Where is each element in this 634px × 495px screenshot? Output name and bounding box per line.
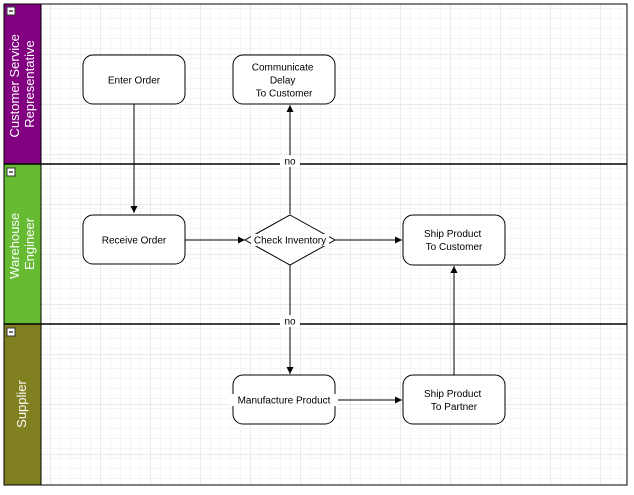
node-communicate-delay[interactable]: Communicate Delay To Customer: [232, 54, 336, 105]
lane-labels: Customer Service Representative Warehous…: [7, 31, 37, 428]
lane-borders: [3, 3, 628, 486]
lane-headers: [4, 4, 41, 485]
node-shape: [402, 374, 506, 425]
node-label: Communicate Delay To Customer: [252, 63, 316, 100]
lane-label-supplier: Supplier: [14, 379, 29, 427]
node-label: Receive Order: [102, 236, 167, 247]
node-label: Ship Product To Customer: [424, 229, 484, 253]
node-shape: [402, 214, 506, 266]
node-enter-order[interactable]: Enter Order: [82, 54, 186, 105]
node-ship-to-customer[interactable]: Ship Product To Customer: [402, 214, 506, 266]
edge-label-background: [280, 155, 300, 167]
node-shape: [232, 54, 336, 105]
collapse-toggle-supplier[interactable]: [6, 327, 16, 337]
node-shape: [82, 54, 186, 105]
lane-label-customer-service: Customer Service Representative: [7, 31, 37, 138]
node-ship-to-partner[interactable]: Ship Product To Partner: [402, 374, 506, 425]
collapse-toggle-warehouse[interactable]: [6, 167, 16, 177]
nodes: Enter Order Communicate Delay To Custome…: [82, 54, 506, 425]
collapse-toggle-customer-service[interactable]: [6, 6, 16, 16]
edge-label-no-lower: no: [284, 317, 296, 328]
edge-label-background: [280, 315, 300, 327]
edge-label-no-upper: no: [284, 157, 296, 168]
node-label-background: [251, 234, 329, 246]
node-manufacture-product[interactable]: Manufacture Product: [230, 374, 338, 425]
node-label: Check Inventory: [254, 236, 326, 247]
pool-border: [3, 3, 628, 486]
node-label: Manufacture Product: [238, 396, 331, 407]
lane-header-supplier[interactable]: [4, 324, 41, 485]
lane-header-warehouse[interactable]: [4, 164, 41, 324]
node-check-inventory[interactable]: Check Inventory: [243, 214, 337, 266]
lane-header-customer-service[interactable]: [4, 4, 41, 164]
node-label: Ship Product To Partner: [424, 389, 484, 413]
node-label: Enter Order: [108, 76, 161, 87]
node-receive-order[interactable]: Receive Order: [82, 214, 186, 265]
edge-labels: no no: [280, 155, 300, 328]
lane-toggles: [6, 6, 16, 337]
node-label-background: [230, 394, 338, 406]
lane-label-warehouse: Warehouse Engineer: [7, 209, 37, 279]
node-shape: [82, 214, 186, 265]
